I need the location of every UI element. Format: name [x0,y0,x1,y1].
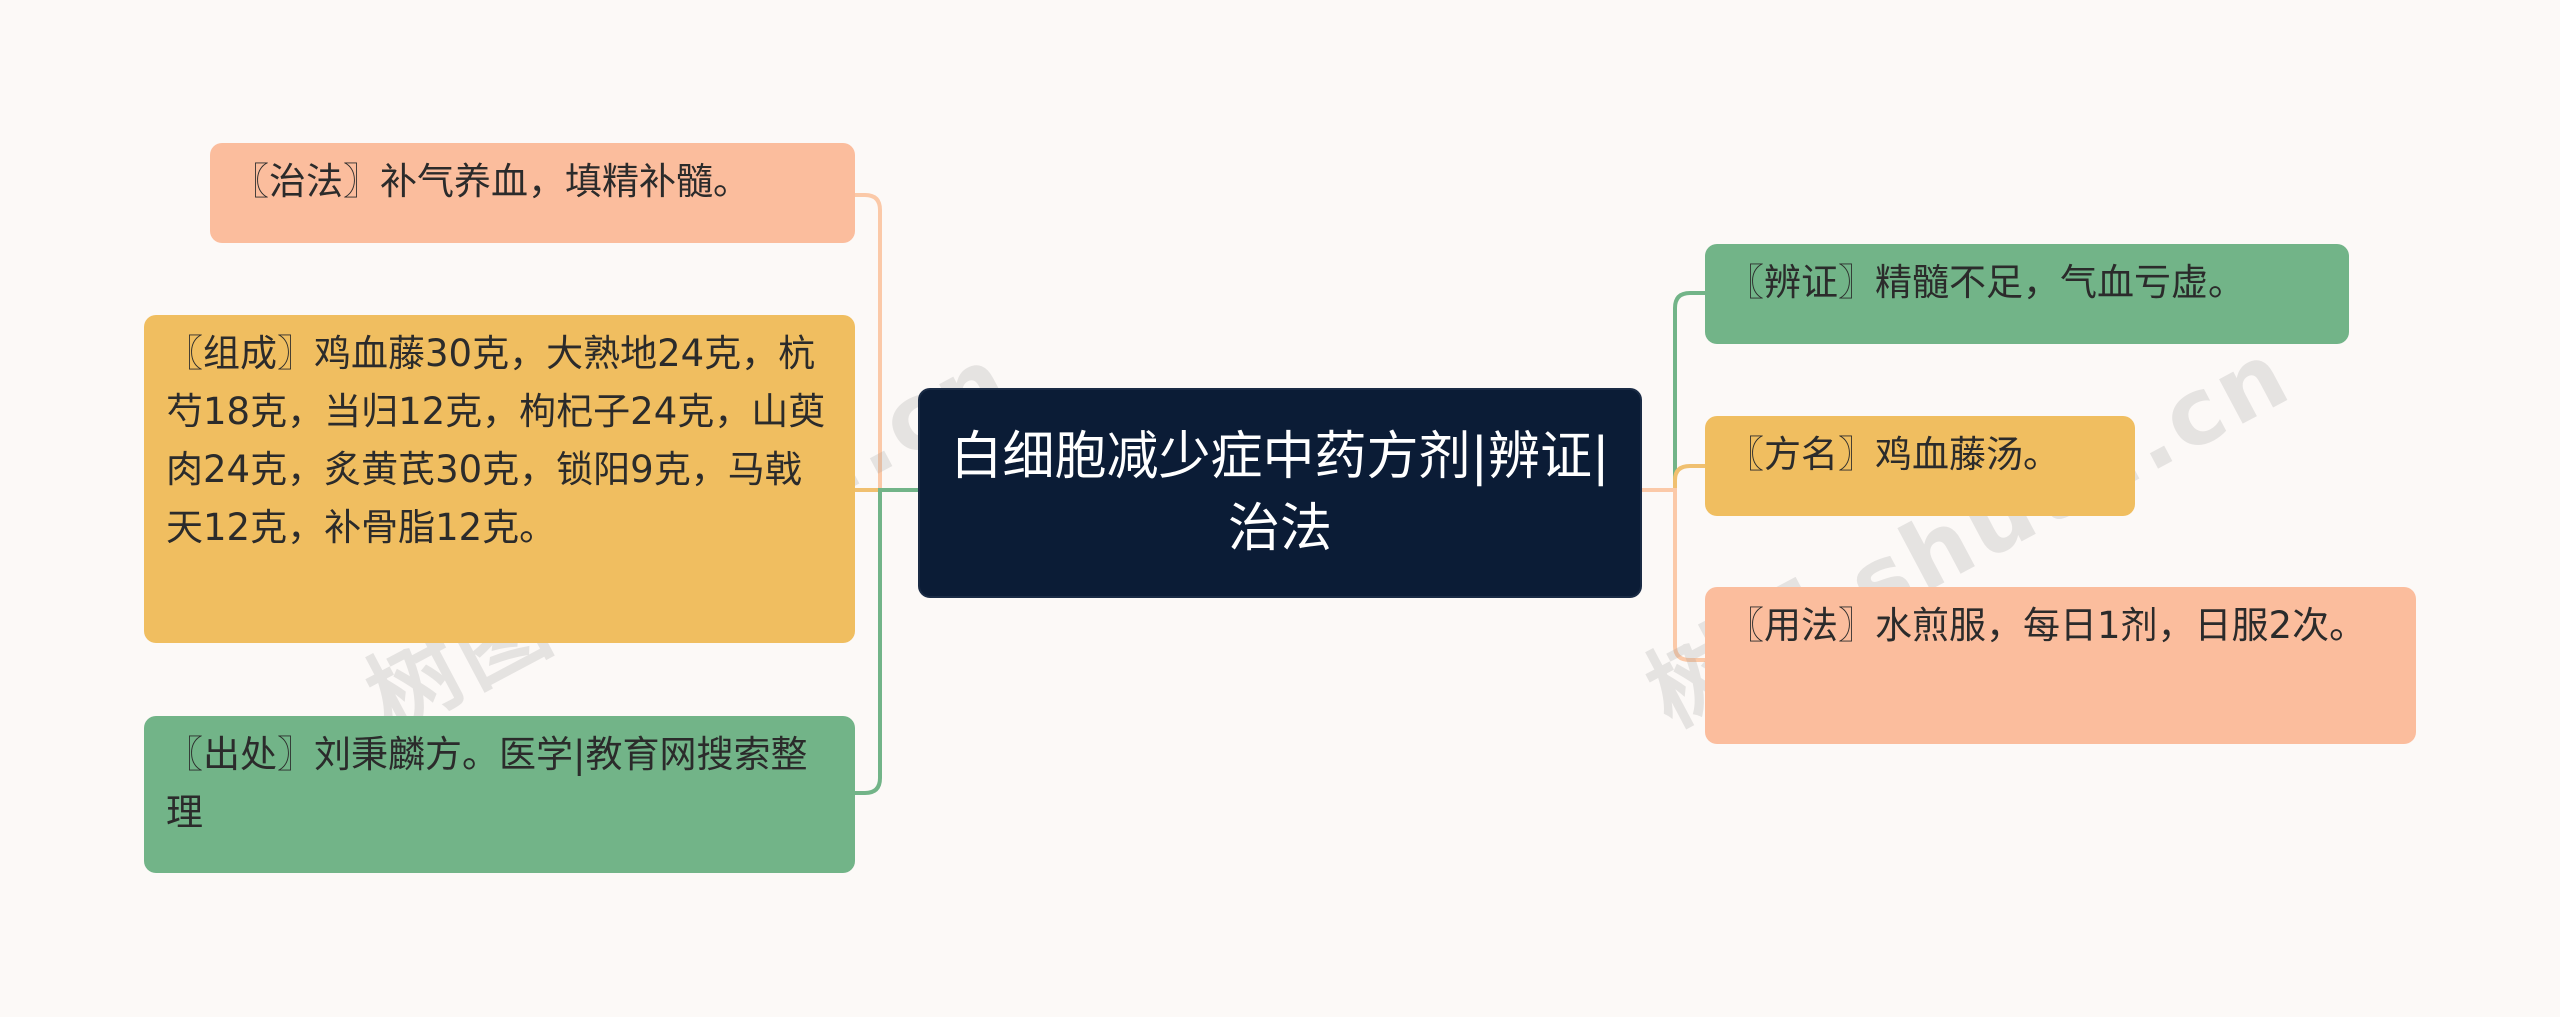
connector-right-usage [1642,488,1705,662]
node-treatment[interactable]: 〖治法〗补气养血，填精补髓。 [210,143,855,243]
root-topic-title: 白细胞减少症中药方剂|辨证|治法 [950,427,1610,559]
root-topic[interactable]: 白细胞减少症中药方剂|辨证|治法 [918,388,1642,598]
node-usage[interactable]: 〖用法〗水煎服，每日1剂，日服2次。 [1705,587,2416,744]
node-source[interactable]: 〖出处〗刘秉麟方。医学|教育网搜索整理 [144,716,855,873]
connector-right-name [1642,464,1705,492]
node-formula-name-text: 〖方名〗鸡血藤汤。 [1727,433,2060,476]
connector-left-treatment [855,193,918,492]
node-diagnosis-text: 〖辨证〗精髓不足，气血亏虚。 [1727,261,2245,304]
node-usage-text: 〖用法〗水煎服，每日1剂，日服2次。 [1727,604,2367,647]
node-composition-text: 〖组成〗鸡血藤30克，大熟地24克，杭芍18克，当归12克，枸杞子24克，山萸肉… [166,332,826,549]
node-composition[interactable]: 〖组成〗鸡血藤30克，大熟地24克，杭芍18克，当归12克，枸杞子24克，山萸肉… [144,315,855,643]
connector-right-diagnosis [1642,291,1705,492]
node-diagnosis[interactable]: 〖辨证〗精髓不足，气血亏虚。 [1705,244,2349,344]
node-formula-name[interactable]: 〖方名〗鸡血藤汤。 [1705,416,2135,516]
node-treatment-text: 〖治法〗补气养血，填精补髓。 [232,160,750,203]
node-source-text: 〖出处〗刘秉麟方。医学|教育网搜索整理 [166,733,808,834]
connector-left-source [855,488,918,795]
